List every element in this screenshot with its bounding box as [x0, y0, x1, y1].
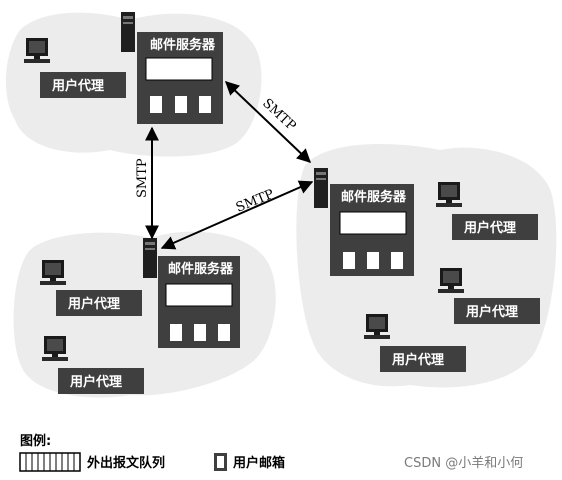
mail-server-label: 邮件服务器	[341, 189, 407, 205]
computer-icon	[42, 336, 68, 361]
server-tower-icon	[314, 168, 328, 208]
user-agent-box	[454, 298, 540, 324]
mail-server-label: 邮件服务器	[168, 261, 234, 277]
user-agent-label: 用户代理	[67, 296, 120, 312]
server-tower-icon	[121, 12, 135, 52]
mailbox-icon	[218, 324, 230, 341]
legend-queue-label: 外出报文队列	[87, 456, 166, 471]
user-agent-box	[58, 368, 144, 394]
mailbox-icon	[194, 324, 206, 341]
computer-icon	[40, 260, 66, 285]
user-agent-box	[380, 346, 466, 372]
watermark: CSDN @小羊和小何	[404, 456, 524, 471]
mailbox-icon	[199, 96, 211, 113]
user-agent-label: 用户代理	[51, 78, 104, 94]
mailbox-icon	[391, 252, 403, 269]
smtp-label: SMTP	[234, 187, 277, 216]
queue-stripes	[25, 453, 75, 471]
user-agent-label: 用户代理	[69, 374, 122, 390]
user-agent-label: 用户代理	[465, 304, 518, 320]
user-agent-box	[40, 72, 126, 98]
server-tower-icon	[143, 238, 157, 278]
computer-icon	[438, 268, 464, 293]
mailbox-icon	[150, 96, 162, 113]
legend-title: 图例:	[20, 434, 52, 449]
smtp-arrow	[160, 180, 314, 250]
legend-mailbox-label: 用户邮箱	[233, 456, 286, 471]
outgoing-queue	[145, 57, 213, 81]
smtp-label: SMTP	[135, 158, 150, 198]
outgoing-queue	[165, 283, 233, 307]
user-agent-box	[452, 214, 538, 240]
computer-icon	[24, 38, 50, 63]
user-agent-box	[56, 290, 142, 316]
computer-icon	[436, 182, 462, 207]
smtp-label: SMTP	[259, 96, 298, 134]
mailbox-icon	[170, 324, 182, 341]
mail-server-label: 邮件服务器	[150, 37, 216, 53]
user-agent-label: 用户代理	[463, 220, 516, 236]
smtp-arrow	[224, 81, 312, 163]
mailbox-icon	[367, 252, 379, 269]
mailbox-icon	[343, 252, 355, 269]
mailbox-icon	[175, 96, 187, 113]
legend-mailbox-icon-inner	[217, 456, 224, 468]
computer-icon	[364, 314, 390, 339]
user-agent-label: 用户代理	[391, 352, 444, 368]
outgoing-queue	[339, 211, 407, 235]
